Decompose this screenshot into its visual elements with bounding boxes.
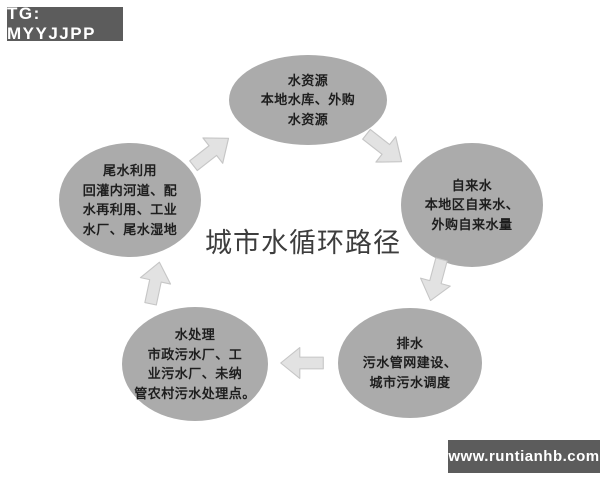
telegram-watermark-badge: TG: MYYJJPP [7, 4, 123, 43]
node-water-resources-text: 水资源 本地水库、外购 水资源 [260, 72, 356, 127]
arrow-down-icon [412, 254, 460, 306]
node-tap-water: 自来水 本地区自来水、 外购自来水量 [401, 143, 543, 267]
node-tailwater-reuse-text: 尾水利用 回灌内河道、配 水再利用、工业 水厂、尾水湿地 [82, 163, 178, 237]
website-watermark-badge: www.runtianhb.com [448, 440, 600, 473]
node-drainage-text: 排水 污水管网建设、 城市污水调度 [362, 335, 458, 390]
arrow-left-icon [280, 344, 324, 382]
arrow-up-right-icon [181, 123, 241, 181]
node-drainage: 排水 污水管网建设、 城市污水调度 [338, 308, 482, 418]
arrow-down-right-icon [354, 119, 414, 177]
node-tailwater-reuse: 尾水利用 回灌内河道、配 水再利用、工业 水厂、尾水湿地 [59, 143, 201, 257]
node-water-resources: 水资源 本地水库、外购 水资源 [229, 55, 387, 145]
node-tap-water-text: 自来水 本地区自来水、 外购自来水量 [424, 177, 520, 232]
node-water-treatment-text: 水处理 市政污水厂、工 业污水厂、未纳 管农村污水处理点。 [134, 327, 256, 401]
arrow-up-icon [132, 258, 178, 309]
node-water-treatment: 水处理 市政污水厂、工 业污水厂、未纳 管农村污水处理点。 [122, 307, 268, 421]
diagram-title: 城市水循环路径 [205, 228, 401, 258]
